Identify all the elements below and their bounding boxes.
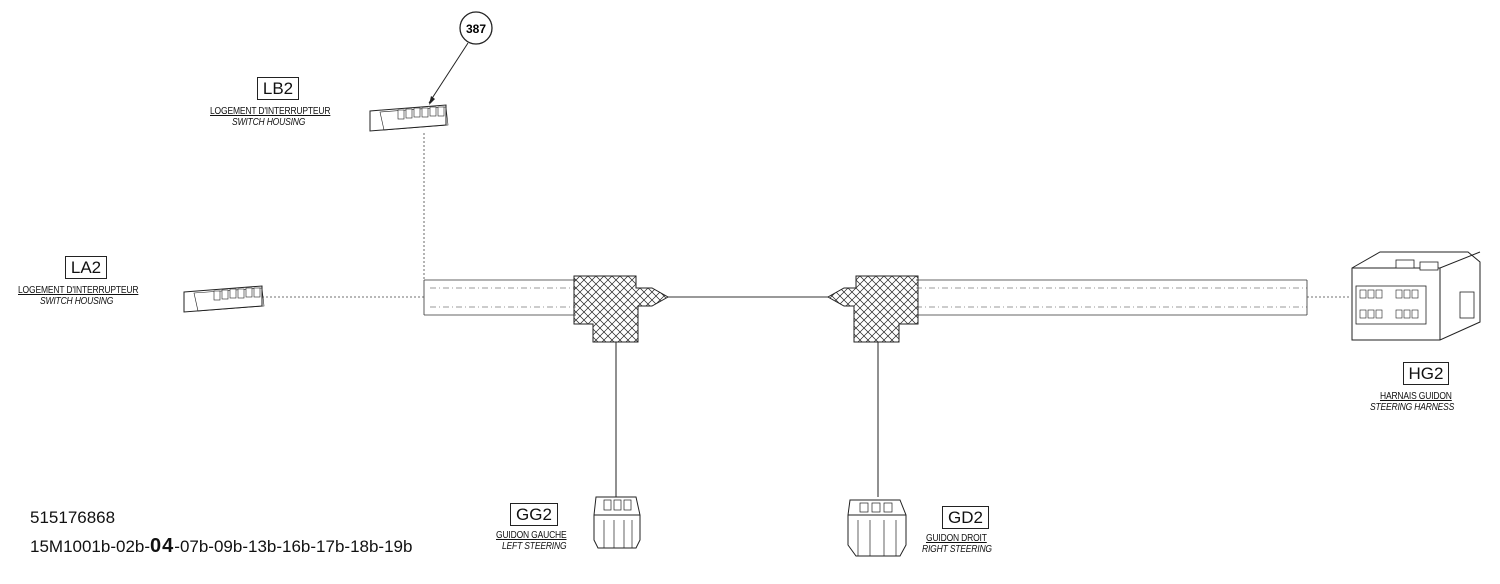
connector-en-gd2: RIGHT STEERING <box>922 544 992 555</box>
connector-fr-gg2: GUIDON GAUCHE <box>496 530 567 541</box>
part-number: 515176868 <box>30 508 116 527</box>
connector-fr-gd2: GUIDON DROIT <box>926 533 987 544</box>
connector-code-lb2: LB2 <box>256 77 300 100</box>
callout-number: 387 <box>466 22 486 36</box>
connector-code-la2: LA2 <box>64 256 108 279</box>
series-prefix: 15M1001b-02b- <box>30 537 151 556</box>
branch-lines <box>615 342 879 497</box>
connector-la2-drawing <box>183 285 265 313</box>
series-highlight: 04 <box>150 535 175 557</box>
splice-left <box>573 275 670 343</box>
connector-en-lb2: SWITCH HOUSING <box>232 117 306 128</box>
label-group-gd2: GD2 GUIDON DROIT RIGHT STEERING <box>922 506 1012 555</box>
connector-hg2-drawing <box>1351 251 1481 341</box>
connector-code-gd2: GD2 <box>942 506 989 529</box>
connector-en-gg2: LEFT STEERING <box>502 541 567 552</box>
splice-right <box>826 275 919 343</box>
label-group-hg2: HG2 HARNAIS GUIDON STEERING HARNESS <box>1370 362 1490 413</box>
label-group-la2: LA2 LOGEMENT D'INTERRUPTEUR SWITCH HOUSI… <box>18 256 154 307</box>
connector-en-hg2: STEERING HARNESS <box>1370 402 1455 413</box>
model-series: 15M1001b-02b-04-07b-09b-13b-16b-17b-18b-… <box>30 535 412 558</box>
connector-code-gg2: GG2 <box>510 503 558 526</box>
connector-gg2-drawing <box>593 496 641 549</box>
label-group-gg2: GG2 GUIDON GAUCHE LEFT STEERING <box>496 503 586 552</box>
series-suffix: -07b-09b-13b-16b-17b-18b-19b <box>174 537 413 556</box>
connector-lb2-drawing <box>369 104 449 132</box>
connector-gd2-drawing <box>847 499 907 557</box>
harness-tube <box>423 279 1308 316</box>
dashed-leads <box>262 133 1350 298</box>
label-group-lb2: LB2 LOGEMENT D'INTERRUPTEUR SWITCH HOUSI… <box>210 77 346 128</box>
callout-arrow <box>429 96 435 105</box>
callout-387: 387 <box>428 11 493 105</box>
connector-fr-la2: LOGEMENT D'INTERRUPTEUR <box>18 285 139 296</box>
connector-en-la2: SWITCH HOUSING <box>40 296 114 307</box>
connector-fr-lb2: LOGEMENT D'INTERRUPTEUR <box>210 106 331 117</box>
connector-code-hg2: HG2 <box>1402 362 1450 385</box>
connector-fr-hg2: HARNAIS GUIDON <box>1380 391 1452 402</box>
